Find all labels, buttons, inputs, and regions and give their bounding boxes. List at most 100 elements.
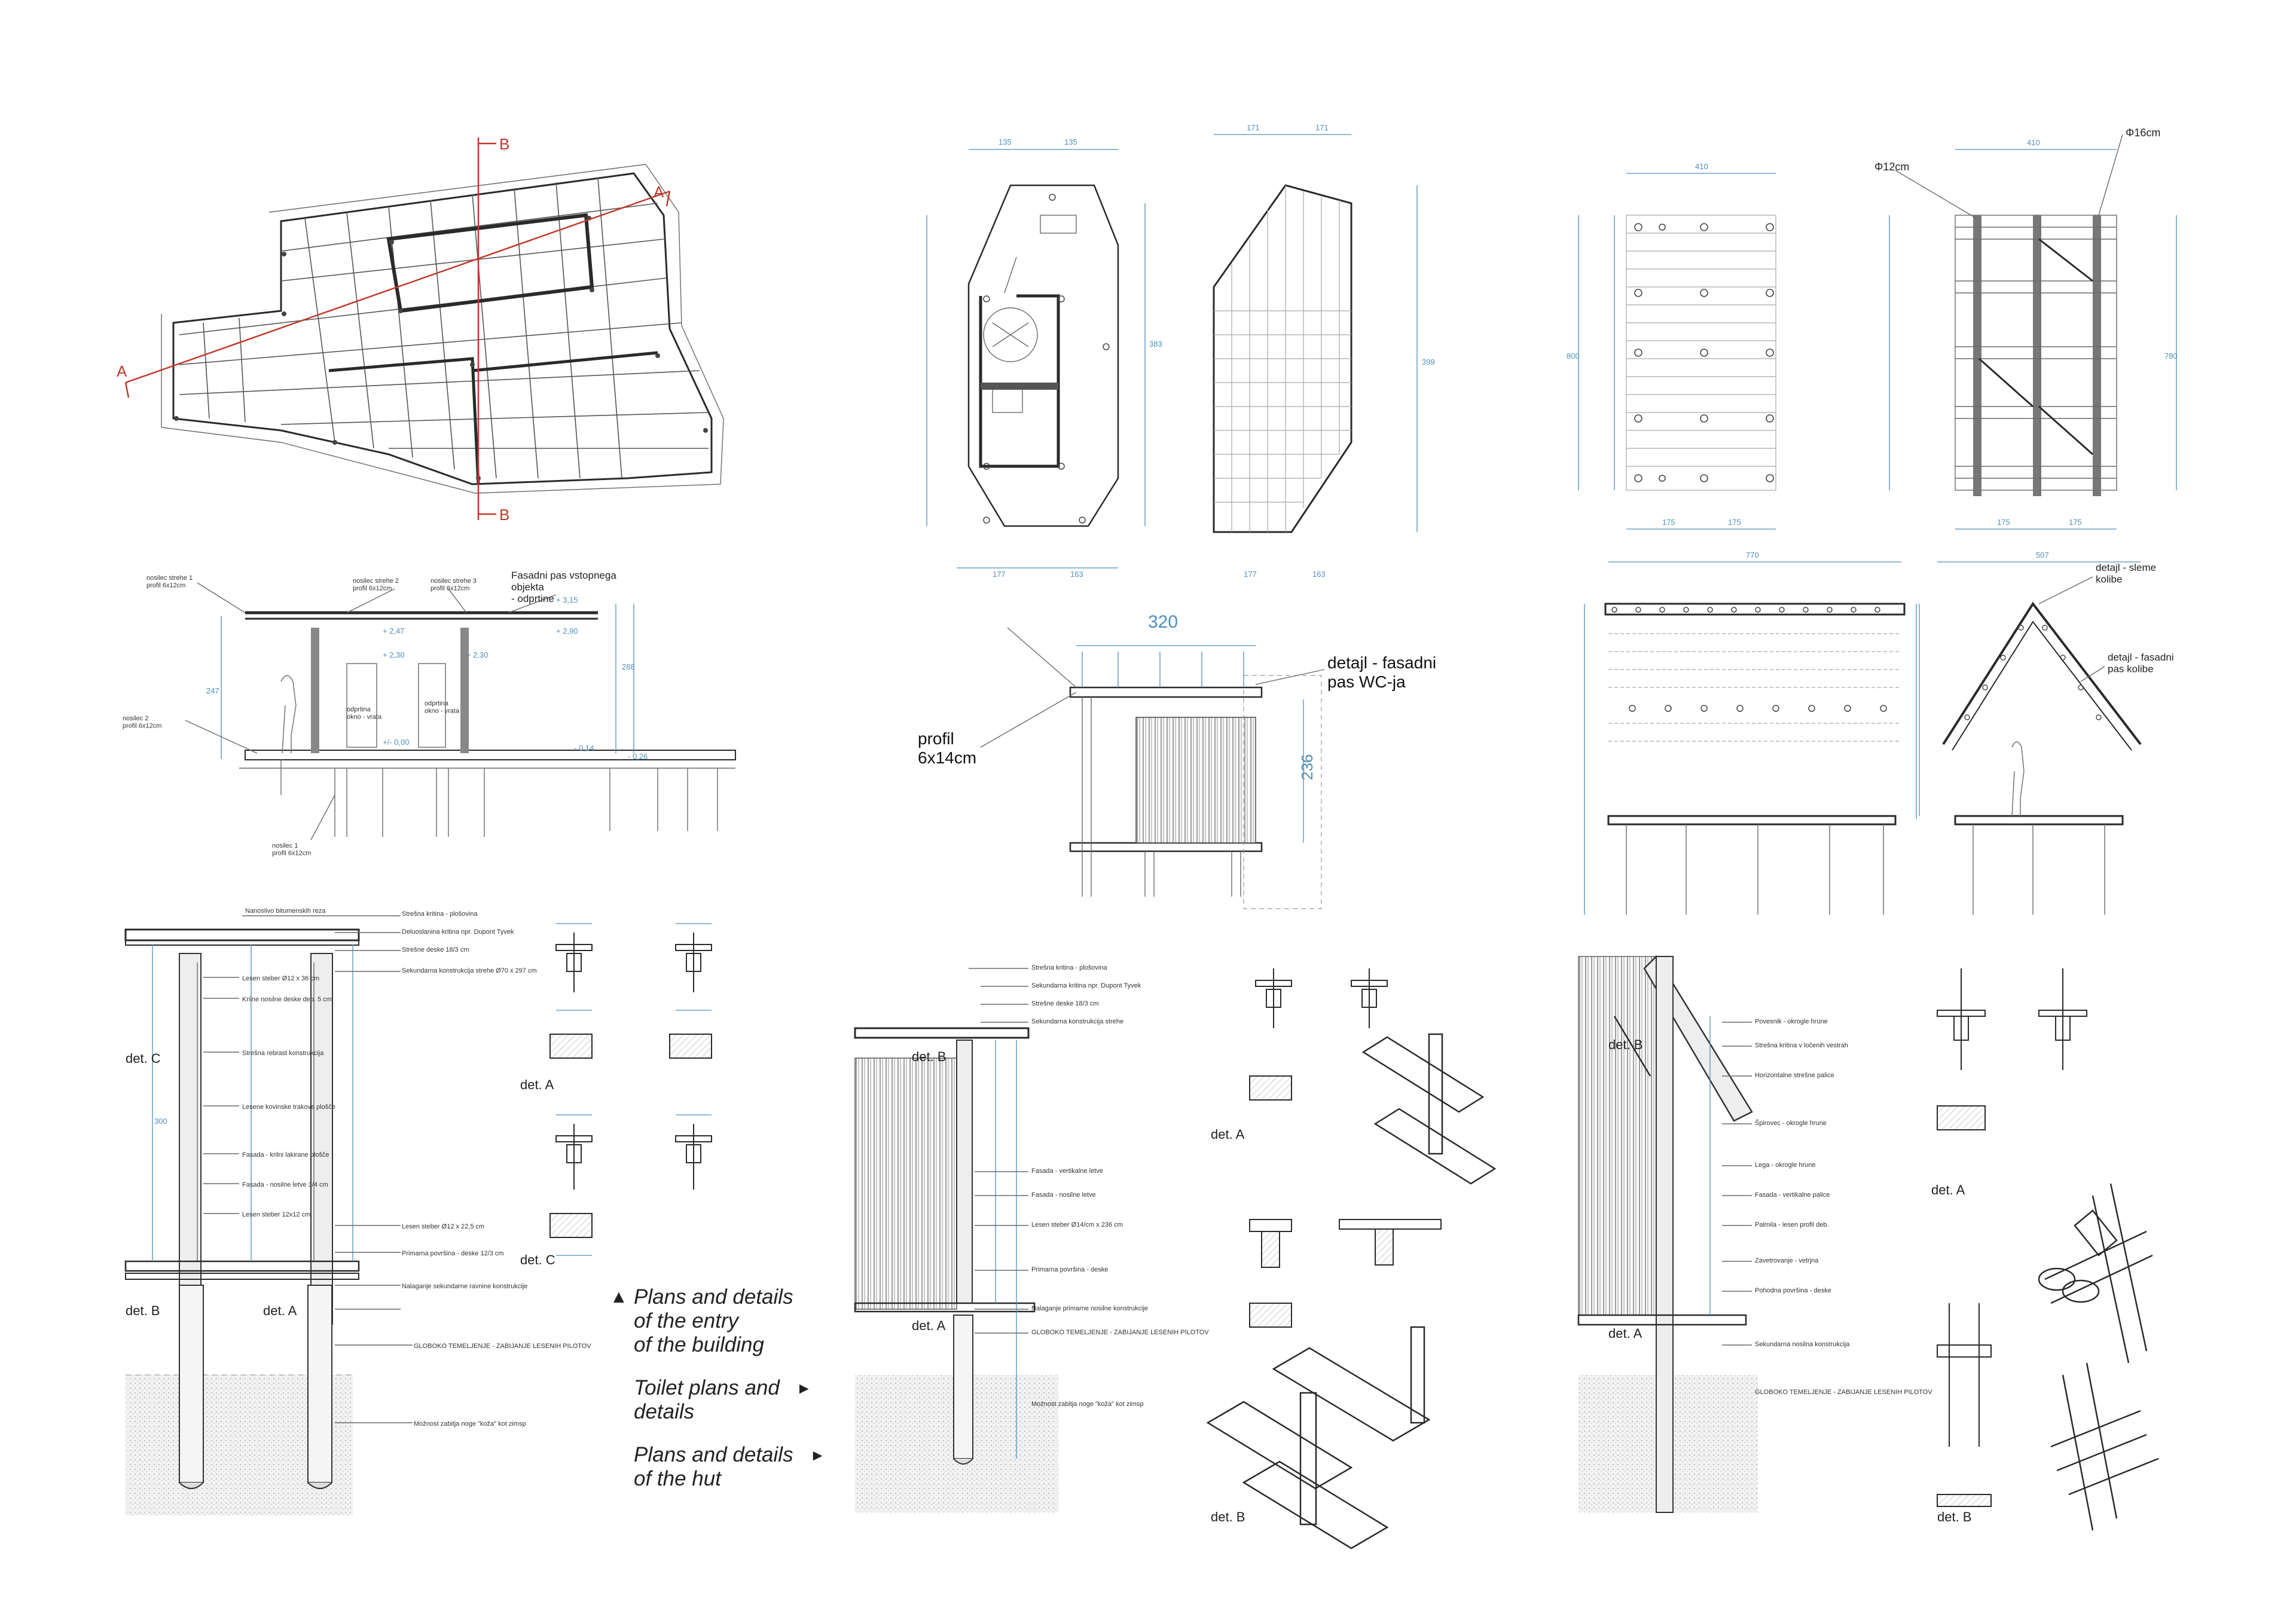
svg-text:+ 2,47: + 2,47 <box>383 626 405 635</box>
label-hut-det-b: det. B <box>1937 1509 1971 1524</box>
label-toilet-facade-detail-line: detajl - fasadni <box>1327 653 1436 672</box>
label-roof-beam-3-line: nosilec strehe 3 <box>430 577 477 585</box>
toilet-dim-height: 236 <box>1298 754 1316 780</box>
svg-text:Možnost zabitja noge "koža" ko: Možnost zabitja noge "koža" kot zimsp <box>414 1420 526 1428</box>
svg-text:- 0,14: - 0,14 <box>574 744 594 753</box>
svg-text:Lesene kovinske trakove plošče: Lesene kovinske trakove plošče <box>242 1104 335 1111</box>
legend-text-hut: Plans and details of the hut <box>634 1443 793 1490</box>
toilet-detail-section: Strešna kritina - plošovina Sekundarna k… <box>854 964 1209 1512</box>
svg-text:175: 175 <box>1997 518 2010 527</box>
svg-text:Fasada - vertikalne palice: Fasada - vertikalne palice <box>1755 1191 1830 1199</box>
label-toilet-det-b-section: det. B <box>912 1049 946 1064</box>
svg-text:Sekundarna kritina npr. Dupont: Sekundarna kritina npr. Dupont Tyvek <box>1031 982 1141 989</box>
svg-text:Primarna površina - deske 12/3: Primarna površina - deske 12/3 cm <box>402 1250 504 1257</box>
svg-text:Primarna površina - deske: Primarna površina - deske <box>1031 1266 1108 1273</box>
svg-text:Povesnik - okrogle hrune: Povesnik - okrogle hrune <box>1755 1018 1828 1025</box>
svg-text:Nalaganje primarne nosilne kon: Nalaganje primarne nosilne konstrukcije <box>1031 1305 1148 1312</box>
svg-text:Lesen steber Ø12 x 36 cm: Lesen steber Ø12 x 36 cm <box>242 975 319 982</box>
label-toilet-facade-detail-line-cont: pas WC-ja <box>1327 673 1406 691</box>
svg-text:GLOBOKO TEMELJENJE - ZABIJANJE: GLOBOKO TEMELJENJE - ZABIJANJE LESENIH P… <box>414 1343 591 1350</box>
svg-text:247: 247 <box>206 686 219 695</box>
svg-text:Lega - okrogle hrune: Lega - okrogle hrune <box>1755 1162 1816 1169</box>
svg-text:163: 163 <box>1070 570 1083 579</box>
label-entry-det-b-section: det. B <box>126 1303 160 1318</box>
svg-text:399: 399 <box>1422 357 1435 366</box>
svg-text:Strešna kritina - plošovina: Strešna kritina - plošovina <box>1031 964 1107 971</box>
svg-text:Strešna kritina v ločenih vest: Strešna kritina v ločenih vestrah <box>1755 1042 1848 1049</box>
label-hut-post-left: Φ12cm <box>1874 161 1909 173</box>
label-entry-det-c-section: det. C <box>126 1051 161 1066</box>
svg-text:Strešne deske 18/3 cm: Strešne deske 18/3 cm <box>1031 1000 1099 1007</box>
svg-text:410: 410 <box>2027 138 2040 147</box>
svg-text:Lesen steber Ø14/cm x 236 cm: Lesen steber Ø14/cm x 236 cm <box>1031 1221 1123 1228</box>
svg-text:- 0,26: - 0,26 <box>628 752 648 761</box>
sheet-legend: ▲ Plans and details of the entry of the … <box>610 1285 825 1510</box>
label-toilet-det-a: det. A <box>1211 1127 1245 1142</box>
svg-text:175: 175 <box>1728 518 1741 527</box>
svg-text:Nanoslivo bitumenskih reza: Nanoslivo bitumenskih reza <box>245 907 326 915</box>
svg-text:Pohodna površina - deske: Pohodna površina - deske <box>1755 1287 1831 1294</box>
legend-item-entry: ▲ Plans and details of the entry of the … <box>610 1285 825 1357</box>
label-facade-openings-line-cont: objekta <box>511 582 544 593</box>
label-hut-ridge-detail-line: detajl - sleme <box>2096 562 2156 573</box>
svg-text:Fasada - vertikalne letve: Fasada - vertikalne letve <box>1031 1167 1103 1175</box>
svg-text:Horizontalne strešne palice: Horizontalne strešne palice <box>1755 1072 1834 1079</box>
svg-text:Palmila - lesen profil deb.: Palmila - lesen profil deb. <box>1755 1221 1829 1228</box>
label-entry-det-c: det. C <box>520 1252 555 1267</box>
section-mark-a-left: A <box>117 362 127 380</box>
toilet-joint-details <box>1206 968 1497 1549</box>
label-facade-openings-line-cont: - odprtine <box>511 593 554 604</box>
legend-text-entry: Plans and details of the entry of the bu… <box>634 1285 793 1356</box>
svg-text:Strešna kritina - plošovina: Strešna kritina - plošovina <box>402 910 478 918</box>
svg-text:383: 383 <box>1149 340 1162 349</box>
label-roof-beam-1-line: nosilec strehe 1 <box>146 574 193 582</box>
svg-text:288: 288 <box>622 662 635 671</box>
svg-text:410: 410 <box>1695 162 1708 171</box>
hut-cross-section: 507 <box>1919 551 2142 915</box>
label-roof-beam-2-line: nosilec strehe 2 <box>353 577 399 585</box>
toilet-dim-top: 320 <box>1148 612 1178 632</box>
toilet-section <box>980 627 1325 909</box>
svg-text:Sekundarna konstrukcija strehe: Sekundarna konstrukcija strehe Ø70 x 297… <box>402 967 537 974</box>
entry-roof-plan: B B A A <box>117 135 724 524</box>
arrow-up-icon: ▲ <box>610 1287 628 1307</box>
label-roof-beam-1-line-cont: profil 6x12cm <box>146 582 185 589</box>
svg-text:Strešna rebrast konstrukcija: Strešna rebrast konstrukcija <box>242 1050 324 1057</box>
svg-text:+ 2,30: + 2,30 <box>383 650 405 659</box>
svg-text:Strešne deske 18/3 cm: Strešne deske 18/3 cm <box>402 946 469 953</box>
svg-text:+ 3,15: + 3,15 <box>556 595 578 604</box>
label-hut-det-b-section: det. B <box>1608 1037 1642 1052</box>
svg-text:Fasada - krilni lakirane plošč: Fasada - krilni lakirane plošče <box>242 1151 329 1159</box>
svg-text:Krilne nosilne deske deb. 5 cm: Krilne nosilne deske deb. 5 cm <box>242 996 332 1003</box>
svg-text:171: 171 <box>1247 123 1260 132</box>
svg-text:GLOBOKO TEMELJENJE - ZABIJANJE: GLOBOKO TEMELJENJE - ZABIJANJE LESENIH P… <box>1755 1389 1932 1396</box>
hut-structure-plan: 410 780 175 175 <box>1889 134 2178 530</box>
entry-detail-section: 300 Nanoslivo bitumenskih reza Strešna k… <box>124 907 591 1515</box>
svg-text:Fasada - nosilne letve 3/4 cm: Fasada - nosilne letve 3/4 cm <box>242 1181 328 1188</box>
label-beam-2-line: nosilec 2 <box>123 715 148 722</box>
svg-text:300: 300 <box>154 1117 167 1126</box>
legend-item-hut: Plans and details of the hut ► <box>634 1443 825 1491</box>
section-mark-a-right: A <box>654 183 664 201</box>
hut-long-section: 770 <box>1584 551 1917 915</box>
svg-text:GLOBOKO TEMELJENJE - ZABIJANJE: GLOBOKO TEMELJENJE - ZABIJANJE LESENIH P… <box>1031 1329 1209 1336</box>
label-toilet-det-a-section: det. A <box>912 1318 946 1333</box>
svg-text:+ 2,30: + 2,30 <box>466 650 488 659</box>
legend-item-toilet: Toilet plans and details ► <box>634 1376 825 1424</box>
label-hut-det-a-section: det. A <box>1608 1326 1642 1341</box>
section-mark-b-top: B <box>499 135 509 153</box>
label-hut-post-right: Φ16cm <box>2126 127 2160 139</box>
svg-text:780: 780 <box>2164 352 2178 360</box>
svg-text:175: 175 <box>2069 518 2082 527</box>
label-opening-2-line: odprtina <box>425 700 449 707</box>
